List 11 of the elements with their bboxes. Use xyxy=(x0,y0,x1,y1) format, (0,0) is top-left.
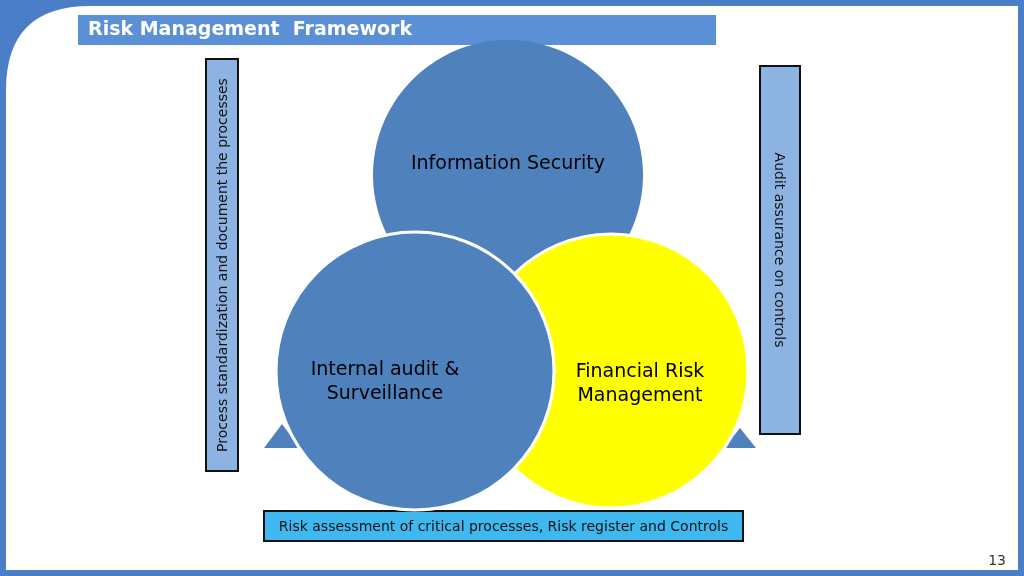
side-bar xyxy=(205,58,239,472)
title-bar: Risk Management Framework xyxy=(78,15,716,45)
bottom-bar-label: Risk assessment of critical processes, Risk register and Controls xyxy=(278,518,729,534)
circle-label: Information Security xyxy=(409,150,606,174)
bottom-bar xyxy=(263,510,744,542)
circle-label: Internal audit & Surveillance xyxy=(309,356,461,404)
side-bar xyxy=(759,65,801,435)
page-number: 13 xyxy=(988,552,1006,568)
side-bar-label: Process standardization and document the processes xyxy=(214,78,230,452)
circle-label: Financial Risk Management xyxy=(574,358,706,406)
side-bar-label: Audit assurance on controls xyxy=(772,152,788,348)
